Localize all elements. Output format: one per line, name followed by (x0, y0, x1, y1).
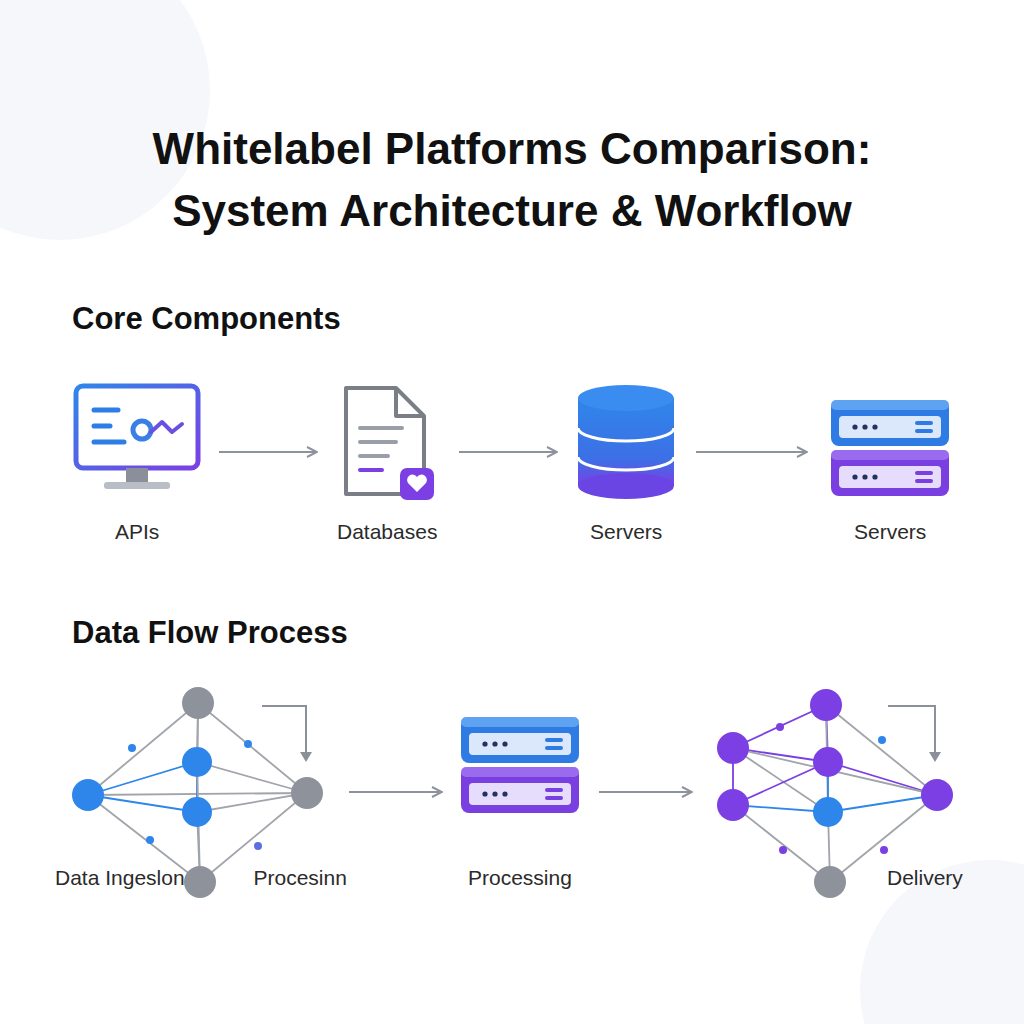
component-node: Processing (455, 705, 585, 900)
flow-arrow (219, 451, 316, 453)
node-label: Databases (337, 520, 437, 544)
flow-arrow (349, 791, 441, 793)
server-stack-icon (455, 705, 585, 820)
section-heading: Data Flow Process (72, 614, 348, 652)
node-label: APIs (115, 520, 159, 544)
database-cylinder-icon (570, 380, 682, 505)
component-node: Delivery (705, 680, 965, 900)
section-heading: Core Components (72, 300, 341, 338)
node-label: Delivery (887, 866, 963, 890)
component-node: Servers (820, 380, 960, 555)
node-label: Procesinn (254, 866, 347, 890)
component-node: APIs (70, 380, 205, 555)
component-node: Data IngeslonProcesinn (60, 680, 335, 900)
component-node: Databases (330, 380, 445, 555)
node-label: Servers (854, 520, 926, 544)
node-label: Processing (468, 866, 572, 890)
flow-arrow (459, 451, 556, 453)
diagram-title: Whitelabel Platforms Comparison: System … (92, 118, 932, 242)
node-label: Data Ingeslon (55, 866, 185, 890)
component-node: Servers (570, 380, 682, 555)
flow-arrow (696, 451, 806, 453)
server-stack-icon (825, 388, 955, 503)
node-label: Servers (590, 520, 662, 544)
flow-arrow (599, 791, 691, 793)
background-circle (860, 860, 1024, 1024)
document-icon (330, 380, 445, 505)
monitor-icon (70, 380, 205, 500)
